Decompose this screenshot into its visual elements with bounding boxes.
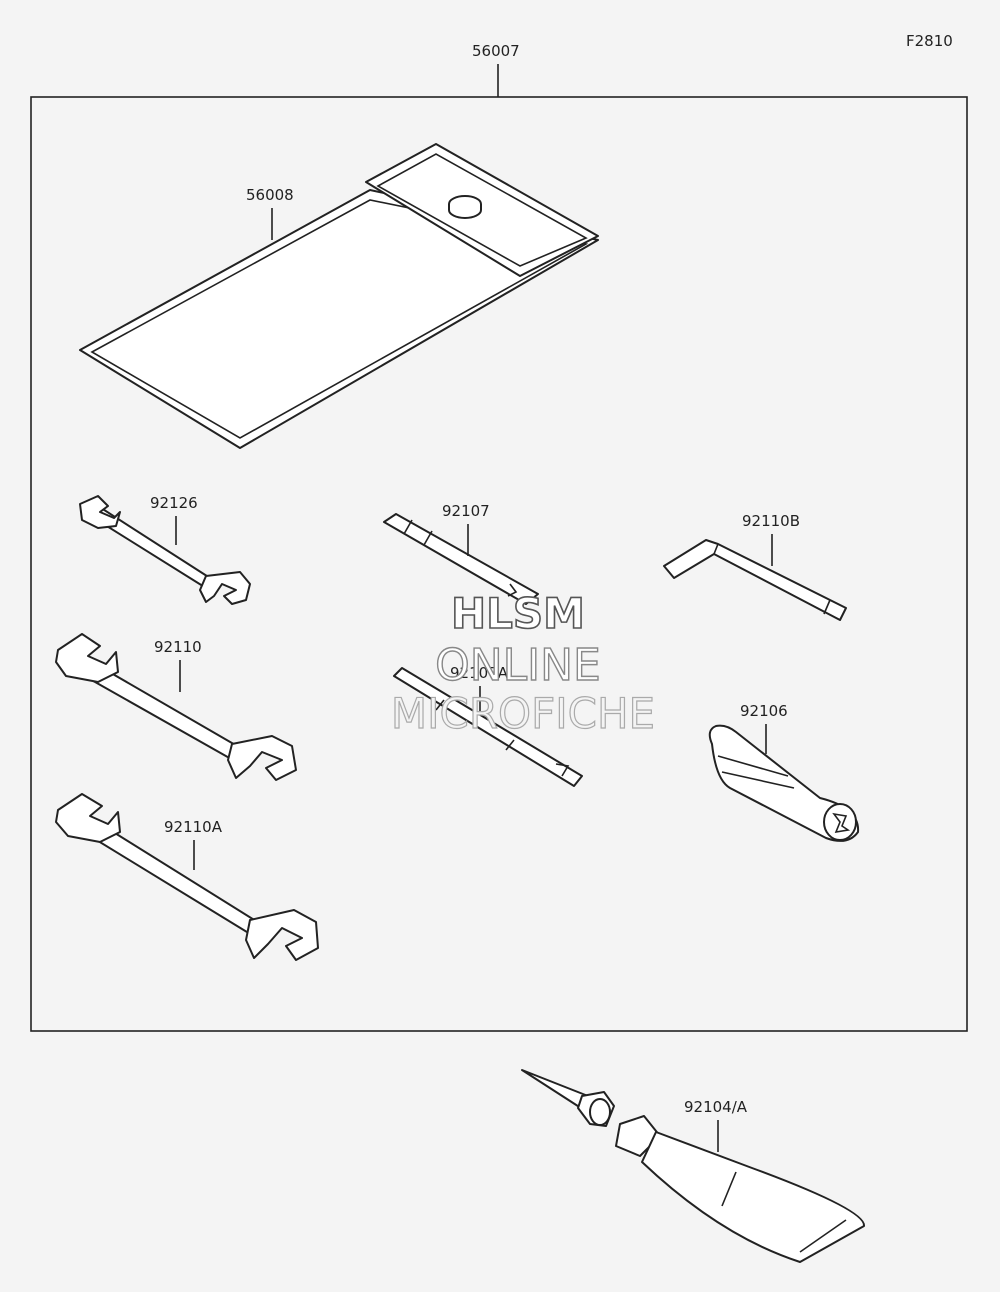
callout-92106: 92106 — [740, 702, 788, 720]
wrench-92126-drawing — [79, 495, 251, 605]
watermark-line1: HLSM — [451, 589, 585, 638]
hex-key-92110B-drawing — [663, 539, 847, 621]
handle-92106-drawing — [708, 724, 860, 842]
kit-frame — [30, 96, 968, 1032]
sealant-tube-92104A-drawing — [521, 1069, 865, 1263]
watermark-line3: MICROFICHE — [391, 689, 655, 738]
callout-92107: 92107 — [442, 502, 490, 520]
callout-92104A: 92104/A — [684, 1098, 748, 1116]
wrench-92110A-drawing — [55, 793, 319, 961]
callout-92110A: 92110A — [164, 818, 223, 836]
driver-bit-92107A-drawing — [393, 667, 583, 787]
watermark-line2: ONLINE — [435, 640, 601, 691]
callout-92110: 92110 — [154, 638, 202, 656]
callout-56007: 56007 — [472, 42, 520, 60]
driver-grip-92107-drawing — [383, 513, 539, 605]
pouch-drawing — [79, 143, 599, 449]
figure-code: F2810 — [906, 32, 953, 50]
callout-92126: 92126 — [150, 494, 198, 512]
wrench-92110-drawing — [55, 633, 297, 781]
callout-92107A: 92107A — [450, 664, 509, 682]
callout-92110B: 92110B — [742, 512, 800, 530]
callout-56008: 56008 — [246, 186, 294, 204]
